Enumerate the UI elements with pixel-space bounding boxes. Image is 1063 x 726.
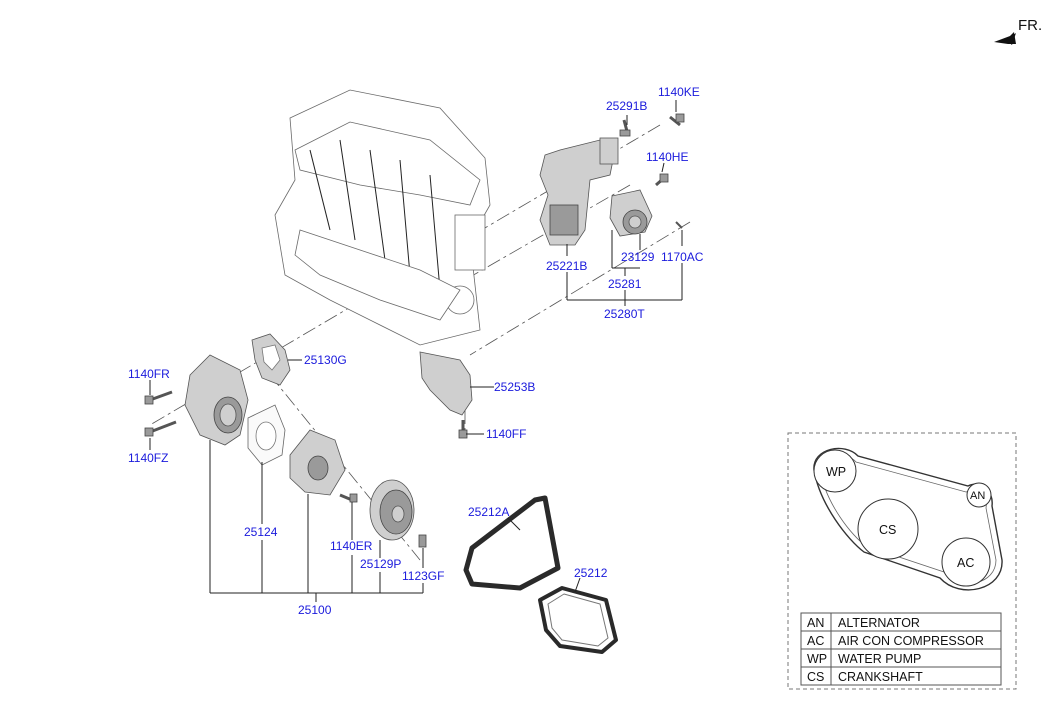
pulley-legend-table: AN ALTERNATOR AC AIR CON COMPRESSOR WP W…: [800, 612, 1002, 686]
callout-25212: 25212: [574, 566, 608, 580]
callout-25280T: 25280T: [604, 307, 645, 321]
bolt-1140ER: [339, 493, 358, 503]
engine-block: [274, 89, 491, 346]
gasket-25130G: [251, 333, 291, 386]
bolt-1170AC: [675, 221, 683, 229]
callout-1140FR: 1140FR: [128, 367, 170, 381]
belt-routing-panel: WP CS AN AC AN ALTERNATOR AC AIR CON COM…: [787, 432, 1017, 690]
routing-belt: [813, 447, 1003, 591]
callout-1140HE: 1140HE: [646, 150, 688, 164]
an-pulley: [966, 482, 992, 508]
legend-code: AC: [807, 634, 824, 648]
callout-1170AC: 1170AC: [661, 250, 704, 264]
belt-25212: [538, 586, 618, 654]
bolt-1140FF: [458, 420, 468, 439]
legend-code: AN: [807, 616, 824, 630]
callout-25291B: 25291B: [606, 99, 647, 113]
callout-23129: 23129: [621, 250, 655, 264]
callout-25212A: 25212A: [468, 505, 509, 519]
legend-name: ALTERNATOR: [838, 616, 920, 630]
water-pump-body: [289, 429, 346, 496]
leader-lines: [149, 100, 683, 602]
legend-code: WP: [807, 652, 827, 666]
callout-25124: 25124: [244, 525, 278, 539]
legend-name: CRANKSHAFT: [838, 670, 923, 684]
callout-1140FF: 1140FF: [486, 427, 526, 441]
callout-25130G: 25130G: [304, 353, 347, 367]
callout-25221B: 25221B: [546, 259, 587, 273]
callout-25129P: 25129P: [360, 557, 401, 571]
callout-25253B: 25253B: [494, 380, 535, 394]
wp-pulley: [813, 449, 857, 493]
wp-pulley-label: WP: [826, 465, 846, 479]
legend-name: WATER PUMP: [838, 652, 921, 666]
bolt-25291B: [619, 119, 631, 137]
cs-pulley: [857, 498, 919, 560]
bolt-1123GF: [418, 534, 427, 548]
callout-1123GF: 1123GF: [402, 569, 444, 583]
front-arrow-head-icon: [1006, 33, 1016, 45]
bolt-1140KE: [669, 113, 685, 127]
front-direction-indicator: FR.: [994, 17, 1042, 45]
tensioner-bracket: [539, 137, 619, 246]
pump-pulley-25129P: [369, 479, 415, 541]
callout-1140FZ: 1140FZ: [128, 451, 168, 465]
callout-25100: 25100: [298, 603, 332, 617]
bolt-1140FR: [144, 390, 173, 405]
front-label: FR.: [1018, 17, 1042, 34]
routing-panel-frame: [787, 432, 1017, 690]
tensioner-pulley: [609, 189, 653, 237]
legend-name: AIR CON COMPRESSOR: [838, 634, 984, 648]
water-pump-housing: [184, 354, 249, 446]
gasket-25124: [247, 404, 286, 466]
cs-pulley-label: CS: [879, 523, 896, 537]
bolt-1140FZ: [144, 420, 177, 437]
an-pulley-label: AN: [970, 490, 985, 502]
callout-1140KE: 1140KE: [658, 85, 700, 99]
callout-1140ER: 1140ER: [330, 539, 373, 553]
ac-pulley: [941, 537, 991, 587]
bracket-25253B: [419, 351, 473, 416]
belt-25212A: [463, 495, 561, 591]
ac-pulley-label: AC: [957, 556, 974, 570]
legend-code: CS: [807, 670, 824, 684]
callout-25281: 25281: [608, 277, 642, 291]
callouts: 25291B 1140KE 1140HE 25221B 23129 1170AC…: [128, 85, 704, 617]
bolt-1140HE: [655, 173, 669, 187]
